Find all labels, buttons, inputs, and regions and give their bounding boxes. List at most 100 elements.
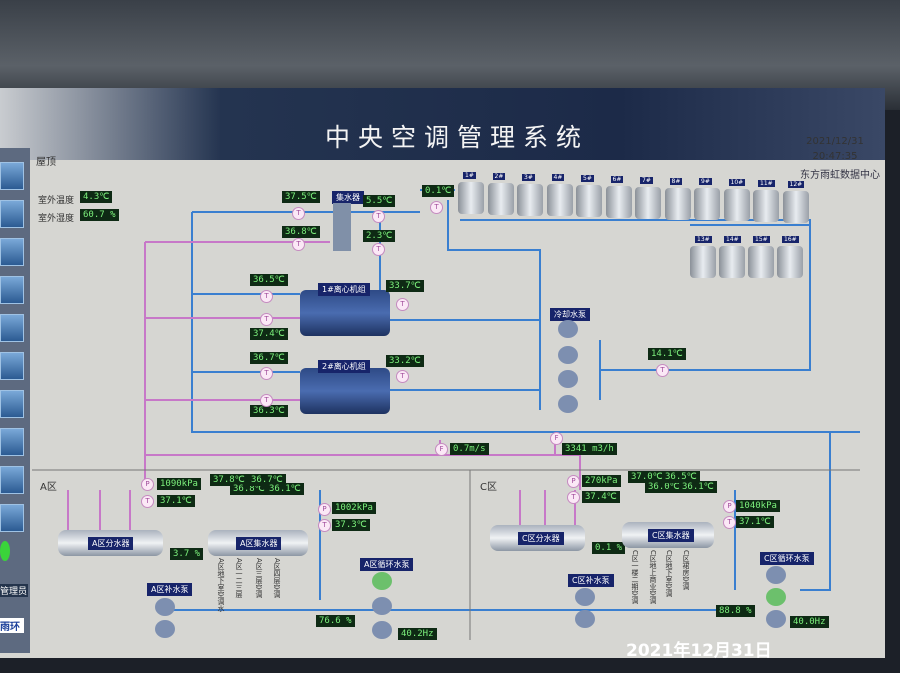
roof-temp-2: 36.8℃ — [282, 226, 320, 238]
zone-c-return-pressure: 1040kPa — [736, 500, 780, 512]
zone-a-branch-temp-2: 36.8℃ — [230, 483, 268, 495]
temp-sensor-icon: T — [260, 367, 273, 380]
zone-a-temp: 37.1℃ — [157, 495, 195, 507]
cooling-tower-label: 2# — [492, 172, 506, 180]
cooling-tower[interactable]: 5# — [576, 175, 602, 218]
zone-c-branch-temp-3: 36.5℃ — [662, 471, 700, 483]
nav-button-3[interactable] — [0, 238, 24, 266]
zone-c-temp: 37.4℃ — [582, 491, 620, 503]
cooling-tower-label: 3# — [522, 173, 535, 181]
chiller-2-in: 36.7℃ — [250, 352, 288, 364]
zone-c-divider-label: C区分水器 — [518, 532, 564, 545]
zone-a-makeup-pump-1[interactable] — [155, 598, 175, 616]
nav-button-2[interactable] — [0, 200, 24, 228]
zone-a-branch-temp-4: 36.1℃ — [266, 483, 304, 495]
cooling-tower-label: 10# — [728, 179, 746, 187]
cooling-tower[interactable]: 9# — [694, 178, 720, 221]
zone-a-branch-1: A区地下室空调水 — [217, 558, 225, 612]
temp-sensor-icon: T — [723, 516, 736, 529]
cooling-tower[interactable]: 11# — [753, 180, 779, 222]
zone-a-freq: 40.2Hz — [398, 628, 437, 640]
chiller-2[interactable] — [300, 368, 390, 414]
cooling-pump-1[interactable] — [558, 320, 578, 338]
temp-sensor-icon: T — [372, 243, 385, 256]
zone-a-divider-label: A区分水器 — [88, 537, 134, 550]
cooling-tower[interactable]: 16# — [777, 236, 803, 278]
zone-a-circ-label: A区循环水泵 — [360, 558, 414, 571]
nav-button-5[interactable] — [0, 314, 24, 342]
cooling-tower[interactable]: 1# — [458, 172, 484, 214]
zone-c-branch-temp-4: 36.1℃ — [679, 481, 717, 493]
zone-a-circ-pump-3[interactable] — [372, 621, 392, 639]
cooling-tower[interactable]: 3# — [517, 173, 543, 216]
cooling-tower[interactable]: 14# — [719, 236, 745, 278]
header-bar — [0, 88, 885, 160]
nav-button-7[interactable] — [0, 390, 24, 418]
zone-c-return-temp: 37.1℃ — [736, 516, 774, 528]
cooling-pump-2[interactable] — [558, 346, 578, 364]
temp-sensor-icon: T — [396, 370, 409, 383]
nav-button-6[interactable] — [0, 352, 24, 380]
zone-a-branch-2: A区一二三层 — [235, 558, 243, 598]
zone-a-makeup-pump-2[interactable] — [155, 620, 175, 638]
cooling-tower[interactable]: 15# — [748, 236, 774, 278]
flow-sensor-icon: F — [435, 443, 448, 456]
chiller-1[interactable] — [300, 290, 390, 336]
pressure-sensor-icon: P — [141, 478, 154, 491]
roof-temp-1: 37.5℃ — [282, 191, 320, 203]
zone-c-branch-1: C区一楼二期空调 — [631, 550, 639, 604]
zone-c-circ-pump-1[interactable] — [766, 566, 786, 584]
zone-c-valve[interactable]: 0.1 % — [592, 542, 626, 554]
cooling-tower[interactable]: 4# — [546, 174, 573, 217]
cooling-pump-4[interactable] — [558, 395, 578, 413]
status-indicator — [0, 541, 10, 561]
zone-a-label: A区 — [40, 482, 57, 493]
user-label[interactable]: 管理员 — [0, 584, 28, 597]
temp-sensor-icon: T — [292, 207, 305, 220]
zone-a-valve[interactable]: 3.7 % — [170, 548, 204, 560]
return-pipes — [67, 241, 581, 530]
zone-c-makeup-pump-2[interactable] — [575, 610, 595, 628]
zone-c-circ-pump-3[interactable] — [766, 610, 786, 628]
cooling-tower-label: 13# — [695, 236, 712, 243]
outdoor-hum-value: 60.7 % — [80, 209, 119, 221]
zone-c-collector: C区集水器 — [622, 522, 714, 548]
nav-button-4[interactable] — [0, 276, 24, 304]
zone-c-branch-2: C区地上商业空调 — [649, 550, 657, 604]
cooling-tower[interactable]: 13# — [690, 236, 716, 278]
chiller-2-label: 2#离心机组 — [318, 360, 370, 373]
pressure-sensor-icon: P — [318, 503, 331, 516]
chiller-1-cond: 33.7℃ — [386, 280, 424, 292]
zone-c-divider: C区分水器 — [490, 525, 585, 551]
temp-sensor-icon: T — [567, 491, 580, 504]
zone-a-collector-label: A区集水器 — [236, 537, 282, 550]
cooling-tower[interactable]: 12# — [782, 180, 809, 223]
cooling-tower-label: 16# — [782, 236, 799, 243]
cooling-tower-label: 15# — [753, 236, 770, 243]
cooling-tower[interactable]: 6# — [605, 176, 632, 218]
temp-sensor-icon: T — [260, 394, 273, 407]
zone-c-branch-temp-1: 37.0℃ — [628, 471, 666, 483]
cooling-tower-label: 4# — [551, 174, 565, 182]
nav-button-1[interactable] — [0, 162, 24, 190]
cooling-tower[interactable]: 2# — [487, 172, 514, 215]
zone-a-circ-pump-1[interactable] — [372, 572, 392, 590]
zone-a-circ-pump-2[interactable] — [372, 597, 392, 615]
zone-c-makeup-pump-1[interactable] — [575, 588, 595, 606]
zone-c-label: C区 — [480, 482, 497, 493]
zone-c-pressure: 270kPa — [582, 475, 621, 487]
nav-button-8[interactable] — [0, 428, 24, 456]
zone-c-circ-pump-2[interactable] — [766, 588, 786, 606]
zone-a-return-pressure: 1002kPa — [332, 502, 376, 514]
photo-timestamp: 2021年12月31日 — [626, 641, 772, 661]
cooling-pump-3[interactable] — [558, 370, 578, 388]
chiller-2-out: 36.3℃ — [250, 405, 288, 417]
cooling-tower[interactable]: 10# — [723, 179, 750, 222]
nav-button-9[interactable] — [0, 466, 24, 494]
zone-c-branch-4: C区裙房空调 — [682, 550, 690, 590]
zone-a-makeup-label: A区补水泵 — [147, 583, 193, 596]
cooling-tower[interactable]: 8# — [664, 177, 691, 220]
zone-c-bypass: 88.8 % — [716, 605, 755, 617]
cooling-tower[interactable]: 7# — [635, 176, 661, 219]
nav-button-10[interactable] — [0, 504, 24, 532]
